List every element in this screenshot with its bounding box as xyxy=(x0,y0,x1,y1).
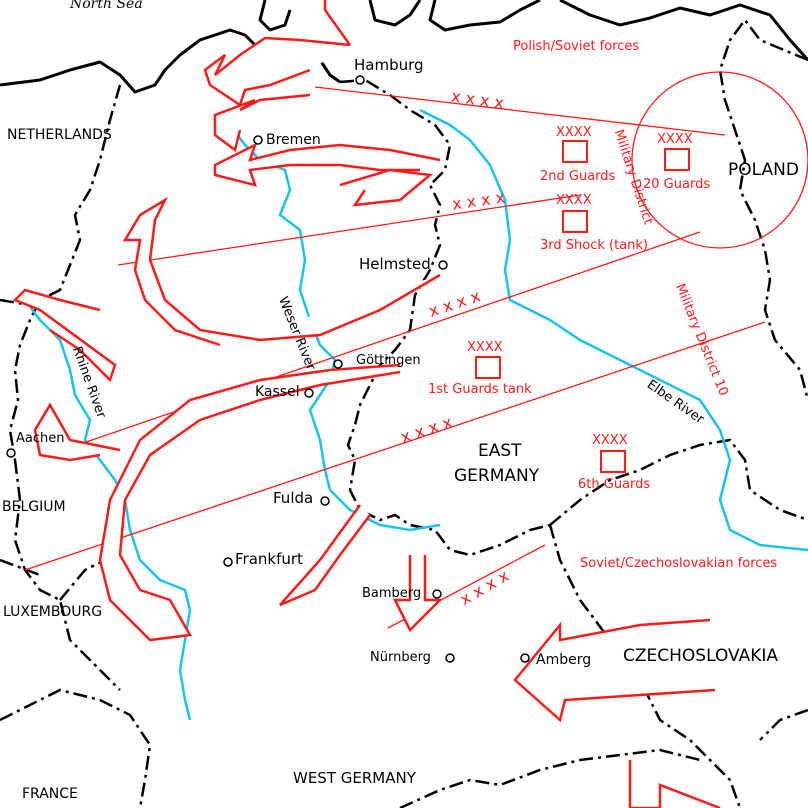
poland-district-circle xyxy=(631,71,808,249)
weser-river-line xyxy=(229,124,337,491)
arrow-aachen xyxy=(33,402,121,462)
army-label-3rd-shock: 3rd Shock (tank) xyxy=(540,238,648,253)
arrow-north-plain xyxy=(339,168,434,207)
arrow-helmsted-curve xyxy=(122,196,441,347)
frankfurt-label: Frankfurt xyxy=(235,550,303,568)
army-label-2nd-guards: 2nd Guards xyxy=(540,169,616,184)
arrow-north-hamburg xyxy=(203,0,352,107)
border-czech-north xyxy=(549,438,808,526)
border-poland xyxy=(718,17,808,401)
army-symbol-6th: XXXX xyxy=(592,433,628,448)
border-be-lux xyxy=(13,459,121,691)
east-germany-label-2: GERMANY xyxy=(454,466,540,486)
border-nl-de xyxy=(8,84,122,461)
amberg-label: Amberg xyxy=(536,652,592,668)
helmsted-label: Helmsted xyxy=(359,255,431,273)
army-symbol-1st: XXXX xyxy=(467,340,503,355)
aachen-label: Aachen xyxy=(16,431,65,446)
arrow-bamberg xyxy=(392,555,444,633)
luxembourg-label: LUXEMBOURG xyxy=(3,604,103,620)
coastline-baltic xyxy=(428,0,541,32)
belgium-label: BELGIUM xyxy=(2,499,66,515)
inner-german-border xyxy=(339,78,551,557)
dashed-borders xyxy=(0,17,808,808)
netherlands-label: NETHERLANDS xyxy=(7,127,112,143)
army-label-6th-guards: 6th Guards xyxy=(578,477,651,492)
bamberg-label: Bamberg xyxy=(362,586,422,601)
nurnberg-label: Nürnberg xyxy=(370,650,431,665)
fulda-label: Fulda xyxy=(273,489,314,507)
attack-arrows xyxy=(12,0,721,808)
coastline-islands xyxy=(258,0,292,32)
france-label: FRANCE xyxy=(22,786,78,802)
border-de-at xyxy=(399,748,701,808)
poland-label: POLAND xyxy=(728,160,799,180)
border-poland-south xyxy=(759,708,808,741)
army-symbol-2nd: XXXX xyxy=(556,125,592,140)
coastline-dk xyxy=(368,0,422,27)
arrow-czech xyxy=(513,618,716,723)
border-lux-de xyxy=(59,558,106,601)
soviet-czechoslovakian-forces-label: Soviet/Czechoslovakian forces xyxy=(580,556,778,571)
border-nl-be xyxy=(0,298,31,307)
border-czech-west xyxy=(548,524,742,808)
west-germany-label: WEST GERMANY xyxy=(293,769,416,787)
arrow-southeast xyxy=(628,760,721,808)
hamburg-label: Hamburg xyxy=(354,56,424,74)
army-label-1st-guards-tank: 1st Guards tank xyxy=(428,382,532,397)
czechoslovakia-label: CZECHOSLOVAKIA xyxy=(623,646,778,666)
bremen-label: Bremen xyxy=(266,132,321,148)
kassel-label: Kassel xyxy=(255,384,300,400)
arrow-rhine-west xyxy=(12,288,117,383)
coastline-east xyxy=(559,0,808,62)
city-markers xyxy=(6,75,530,663)
gottingen-label: Göttingen xyxy=(356,353,421,368)
north-sea-label: North Sea xyxy=(70,0,143,12)
border-fr xyxy=(0,558,152,808)
army-symbol-20th: XXXX xyxy=(657,132,693,147)
army-label-20-guards: 20 Guards xyxy=(643,177,711,192)
main-river-line xyxy=(329,489,441,532)
arrow-frankfurt xyxy=(279,504,371,607)
army-symbol-3rd: XXXX xyxy=(556,193,592,208)
arrow-bremen xyxy=(213,142,441,187)
elbe-river-line xyxy=(419,108,808,552)
polish-soviet-forces-label: Polish/Soviet forces xyxy=(513,39,640,54)
army-boxes xyxy=(475,140,690,473)
arrow-hamburg-west xyxy=(213,93,311,153)
east-germany-label-1: EAST xyxy=(478,441,522,461)
arrow-kassel xyxy=(98,363,401,642)
